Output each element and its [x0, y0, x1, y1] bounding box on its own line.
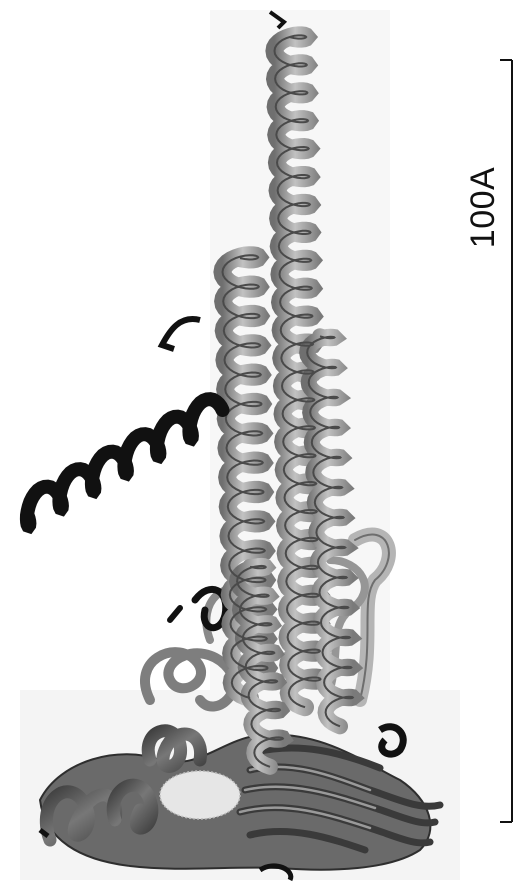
scale-bar-label-text: 100A — [465, 166, 504, 247]
scale-bar-label: 100A — [462, 152, 506, 262]
ligand-patch — [160, 771, 240, 819]
